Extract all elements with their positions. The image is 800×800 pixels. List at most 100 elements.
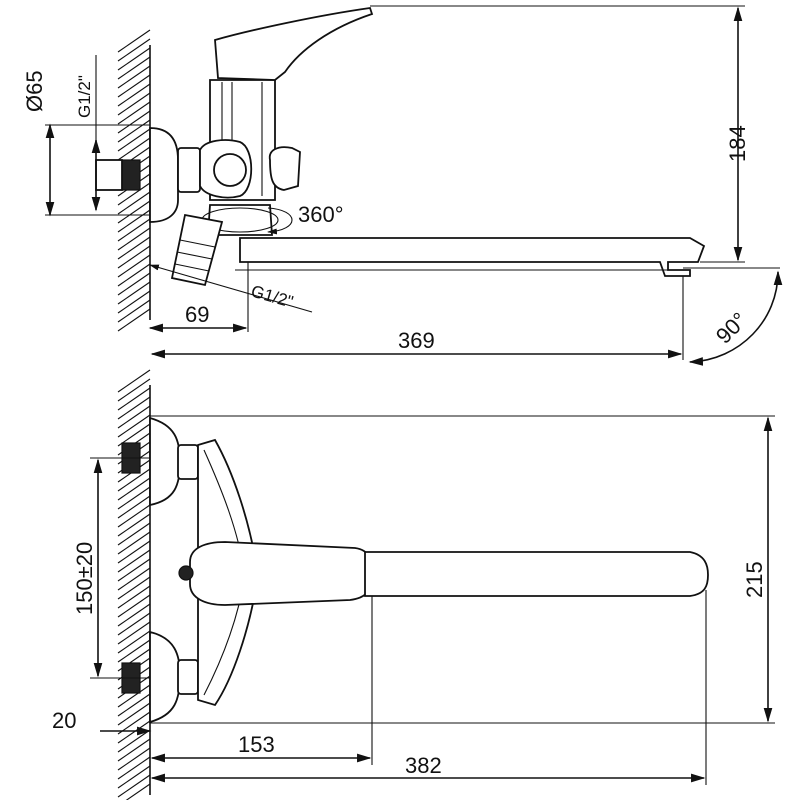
hatch-line [117, 405, 151, 429]
lever-top [189, 541, 373, 606]
hatch-line [117, 486, 151, 510]
shower-outlet [170, 213, 224, 287]
hatch-line [117, 558, 151, 582]
side-view: Ø65 G1/2" 184 360° G1/2" 69 369 90° [22, 5, 783, 366]
hatch-line [117, 567, 151, 591]
hatch-line [117, 182, 151, 206]
hatch-line [117, 263, 151, 287]
hatch-line [117, 308, 151, 332]
hatch-line [117, 756, 151, 780]
hatch-line [117, 603, 151, 627]
hatch-line [117, 65, 151, 89]
nut [177, 147, 201, 193]
hatch-line [117, 729, 151, 753]
hatch-line [125, 783, 151, 800]
dim-width-label: 215 [742, 561, 767, 598]
dim-thread-top-label: G1/2" [75, 75, 94, 118]
dim-swivel-label: 90° [711, 307, 752, 348]
dim-thread-bottom-label: G1/2" [249, 282, 295, 312]
hatch-line [117, 191, 151, 215]
hatch-line [117, 299, 151, 323]
hatch-line [117, 612, 151, 636]
wall-hatch-top [117, 29, 151, 332]
hatch-line [117, 387, 151, 411]
upper-flange [149, 416, 181, 507]
hatch-line [117, 254, 151, 278]
hatch-line [117, 576, 151, 600]
upper-nut [177, 444, 199, 480]
dim-wall-gap-label: 20 [52, 708, 76, 733]
top-view: 150±20 20 215 153 382 [52, 369, 775, 800]
hatch-line [117, 621, 151, 645]
hatch-line [117, 747, 151, 771]
rotation-arrow [267, 207, 293, 235]
dim-centers-label: 150±20 [72, 542, 97, 615]
hatch-line [117, 200, 151, 224]
hatch-line [117, 594, 151, 618]
hatch-line [117, 290, 151, 314]
hatch-line [117, 504, 151, 528]
hatch-line [117, 83, 151, 107]
hatch-line [117, 765, 151, 789]
hatch-line [117, 110, 151, 134]
lever-handle [214, 7, 374, 81]
hatch-line [117, 468, 151, 492]
hatch-line [117, 209, 151, 233]
hatch-line [117, 585, 151, 609]
hatch-line [117, 137, 151, 161]
dim-rotation-label: 360° [298, 202, 344, 227]
hatch-line [117, 684, 151, 708]
hatch-line [117, 630, 151, 654]
hatch-line [117, 531, 151, 555]
hatch-line [117, 218, 151, 242]
hatch-line [117, 74, 151, 98]
dim-to-lever-label: 153 [238, 732, 275, 757]
hatch-line [117, 378, 151, 402]
hatch-line [117, 495, 151, 519]
spout-top [364, 551, 709, 597]
hatch-line [117, 774, 151, 798]
hatch-line [117, 396, 151, 420]
swivel-arc [688, 270, 783, 366]
hatch-line [117, 540, 151, 564]
dim-diameter-label: Ø65 [22, 70, 47, 112]
hatch-line [117, 513, 151, 537]
dim-total-label: 382 [405, 753, 442, 778]
hatch-line [117, 423, 151, 447]
hatch-line [117, 119, 151, 143]
dim-length-label: 369 [398, 328, 435, 353]
hatch-line [117, 29, 151, 53]
hatch-line [117, 227, 151, 251]
thread-bottom-leader [149, 264, 313, 313]
hatch-line [117, 369, 151, 393]
inlet-pipe-solid [121, 159, 141, 191]
hatch-line [117, 92, 151, 116]
hatch-line [117, 639, 151, 663]
dim-offset-label: 69 [185, 302, 209, 327]
hatch-line [117, 738, 151, 762]
outlet-threads [174, 239, 216, 272]
hatch-line [117, 101, 151, 125]
hatch-line [117, 245, 151, 269]
inlet-pipe [95, 159, 123, 191]
hatch-line [117, 272, 151, 296]
hatch-line [117, 720, 151, 744]
hatch-line [117, 128, 151, 152]
hatch-line [117, 56, 151, 80]
hatch-line [117, 414, 151, 438]
hatch-line [117, 236, 151, 260]
hatch-line [117, 281, 151, 305]
lower-flange [149, 630, 181, 724]
lower-nut [177, 659, 199, 695]
hatch-line [117, 522, 151, 546]
lever-pivot [178, 565, 194, 581]
wall-flange [149, 127, 179, 223]
diverter-knob [268, 146, 301, 191]
wall-hatch-bottom [117, 369, 151, 800]
hatch-line [117, 47, 151, 71]
hatch-line [117, 549, 151, 573]
hatch-line [117, 702, 151, 726]
connector-ring [213, 153, 247, 187]
hatch-line [117, 477, 151, 501]
